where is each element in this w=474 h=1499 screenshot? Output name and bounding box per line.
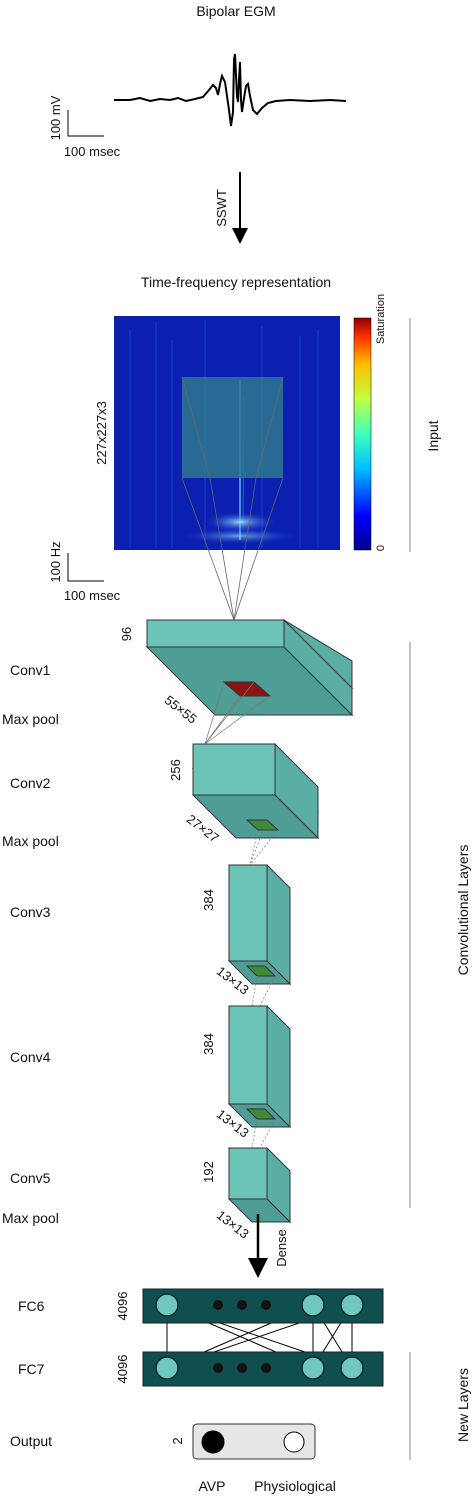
- conv2-depth: 256: [168, 759, 183, 781]
- fc7-label: FC7: [18, 1361, 45, 1377]
- conv3-block: [227, 864, 292, 986]
- colorbar: [353, 317, 372, 551]
- tf-title: Time-frequency representation: [141, 274, 331, 290]
- pool5-label: Max pool: [2, 1210, 59, 1226]
- conv2-to-conv3-lines: [249, 819, 279, 866]
- egm-scale-y-label: 100 mV: [48, 95, 63, 140]
- conv2-label: Conv2: [10, 775, 51, 791]
- input-section-label: Input: [425, 420, 441, 451]
- conv5-depth: 192: [201, 1161, 216, 1183]
- conv-section-label: Convolutional Layers: [455, 845, 471, 976]
- conv4-block: [227, 1005, 292, 1129]
- pool1-label: Max pool: [2, 711, 59, 727]
- fc7-units: 4096: [115, 1355, 130, 1384]
- conv4-label: Conv4: [10, 1049, 51, 1065]
- conv1-depth: 96: [119, 627, 134, 641]
- output-node-avp: [201, 1430, 225, 1454]
- conv1-to-conv2-lines: [204, 681, 271, 745]
- tf-scale-x-label: 100 msec: [64, 588, 121, 603]
- output-class-avp: AVP: [199, 1478, 226, 1494]
- fc7-layer: [142, 1351, 384, 1387]
- conv3-depth: 384: [201, 889, 216, 911]
- pool2-label: Max pool: [2, 833, 59, 849]
- sswt-label: SSWT: [214, 189, 229, 227]
- conv3-label: Conv3: [10, 904, 51, 920]
- output-node-physiological: [283, 1431, 305, 1453]
- conv5-label: Conv5: [10, 1170, 51, 1186]
- conv4-to-conv5-lines: [251, 1118, 276, 1149]
- conv1-label: Conv1: [10, 662, 51, 678]
- conv3-to-conv4-lines: [251, 975, 276, 1007]
- egm-scale-bar: [67, 110, 104, 137]
- tf-scale-bar: [67, 553, 104, 582]
- new-section-label: New Layers: [455, 1368, 471, 1442]
- tf-size-label: 227x227x3: [94, 401, 109, 465]
- fc6-units: 4096: [115, 1292, 130, 1321]
- conv2-block: [191, 742, 320, 840]
- output-layer: [192, 1423, 316, 1460]
- egm-title: Bipolar EGM: [196, 3, 275, 19]
- dense-label: Dense: [274, 1229, 289, 1267]
- output-class-physiological: Physiological: [254, 1478, 336, 1494]
- conv1-base: [145, 618, 354, 717]
- tf-scale-y-label: 100 Hz: [48, 541, 63, 582]
- receptive-field-window: [182, 377, 283, 478]
- output-units: 2: [170, 1437, 185, 1444]
- colorbar-title: Saturation: [375, 294, 387, 344]
- conv5-block: [227, 1147, 292, 1224]
- tf-to-conv1-lines: [181, 376, 284, 621]
- colorbar-min-label: 0: [375, 545, 387, 551]
- egm-scale-x-label: 100 msec: [64, 144, 121, 159]
- conv4-depth: 384: [201, 1033, 216, 1055]
- fc6-label: FC6: [18, 1298, 45, 1314]
- fc6-layer: [142, 1288, 384, 1324]
- egm-trace: [114, 53, 347, 127]
- output-label: Output: [10, 1433, 52, 1449]
